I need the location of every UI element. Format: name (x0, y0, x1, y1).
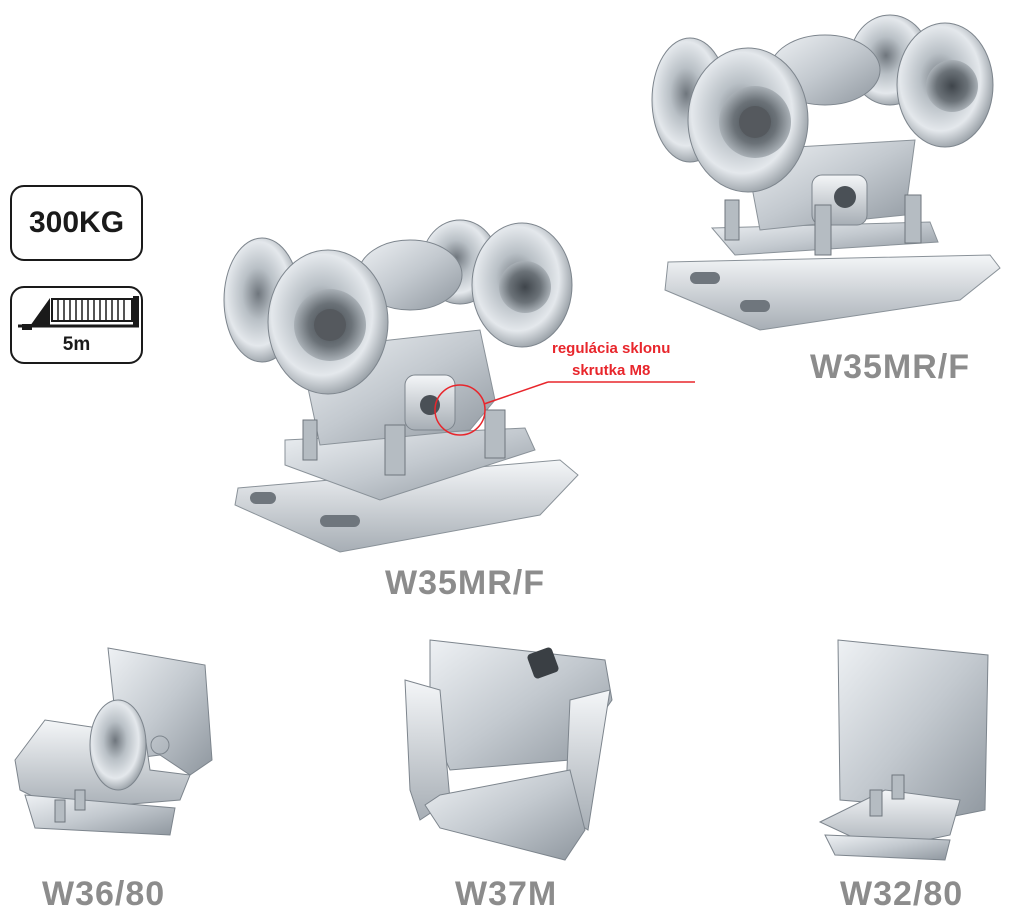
label-top-right: W35MR/F (810, 348, 970, 386)
bracket-w32-80 (818, 639, 989, 861)
label-bottom-left: W36/80 (42, 875, 166, 913)
bracket-w37m (404, 639, 613, 861)
weight-badge-text: 300KG (28, 206, 125, 239)
annotation-line-1: regulácia sklonu (552, 340, 671, 357)
annotation-marker (434, 381, 695, 436)
annotation-line-2: skrutka M8 (572, 362, 651, 379)
length-badge-text: 5m (62, 334, 91, 355)
weight-badge: 300KG (10, 185, 143, 261)
label-bottom-right: W32/80 (840, 875, 964, 913)
label-center: W35MR/F (385, 564, 545, 602)
bracket-w36-80 (14, 647, 213, 836)
carriage-center (223, 219, 579, 553)
carriage-top-right (651, 14, 1001, 331)
gate-length-icon (18, 296, 139, 330)
label-bottom-center: W37M (455, 875, 558, 913)
length-badge: 5m (10, 286, 143, 364)
